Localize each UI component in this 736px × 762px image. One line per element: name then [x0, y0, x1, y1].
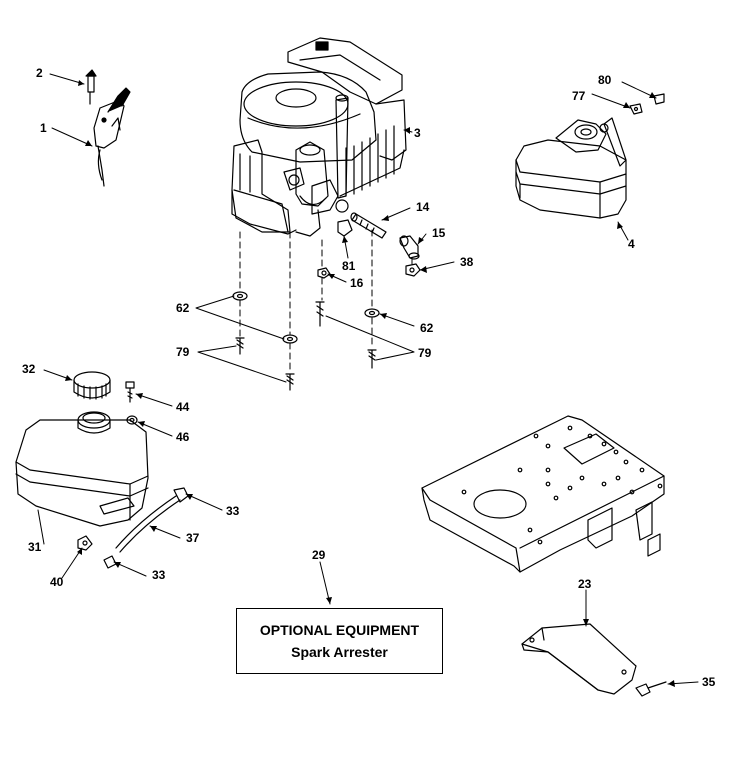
callout-29: 29	[312, 548, 326, 562]
callout-33-lower: 33	[152, 568, 166, 582]
alignment-lines	[240, 230, 412, 372]
callout-14: 14	[416, 200, 430, 214]
frame-part	[422, 416, 664, 572]
callout-23: 23	[578, 577, 592, 591]
muffler-part	[516, 118, 626, 218]
callout-40: 40	[50, 575, 64, 589]
optional-equipment-title: OPTIONAL EQUIPMENT	[259, 622, 420, 638]
engine-part	[232, 38, 406, 236]
callout-46: 46	[176, 430, 190, 444]
callout-79-left: 79	[176, 345, 190, 359]
callout-1: 1	[40, 121, 47, 135]
muffler-hardware	[630, 94, 664, 114]
fuel-fittings	[318, 213, 420, 278]
callout-81: 81	[342, 259, 356, 273]
callout-16: 16	[350, 276, 364, 290]
mount-hardware	[233, 292, 379, 390]
callout-31: 31	[28, 540, 42, 554]
callout-35: 35	[702, 675, 716, 689]
callout-79-right: 79	[418, 346, 432, 360]
leader-lines	[38, 74, 698, 684]
arrowheads	[65, 80, 675, 687]
callout-62-left: 62	[176, 301, 190, 315]
callout-3: 3	[414, 126, 421, 140]
spark-arrester-label: Spark Arrester	[291, 644, 388, 660]
frame-holes	[462, 426, 662, 544]
fuel-line-part	[78, 382, 188, 568]
callout-38: 38	[460, 255, 474, 269]
callout-2: 2	[36, 66, 43, 80]
callout-32: 32	[22, 362, 36, 376]
callout-33-upper: 33	[226, 504, 240, 518]
callout-44: 44	[176, 400, 190, 414]
callout-37: 37	[186, 531, 200, 545]
callout-77: 77	[572, 89, 586, 103]
callout-4: 4	[628, 237, 635, 251]
spark-arrester-shield-part	[522, 624, 666, 696]
callout-15: 15	[432, 226, 446, 240]
callout-80: 80	[598, 73, 612, 87]
throttle-control-part	[86, 70, 130, 186]
fuel-tank-part	[16, 372, 148, 526]
optional-equipment-box: OPTIONAL EQUIPMENT Spark Arrester	[236, 608, 443, 674]
callout-62-right: 62	[420, 321, 434, 335]
